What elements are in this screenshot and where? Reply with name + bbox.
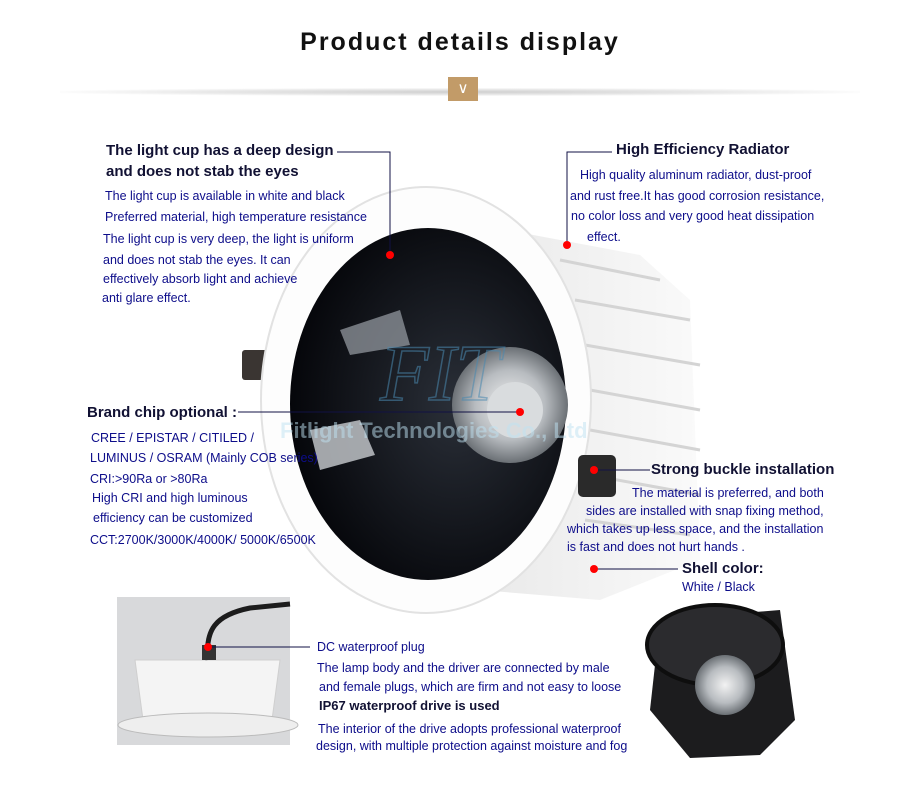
- chip-line: efficiency can be customized: [93, 511, 253, 525]
- light-cup-heading-1: The light cup has a deep design: [106, 142, 334, 159]
- plug-heading: DC waterproof plug: [317, 640, 425, 654]
- shell-heading: Shell color:: [682, 560, 764, 577]
- light-cup-line: effectively absorb light and achieve: [103, 272, 298, 286]
- chip-line: CRI:>90Ra or >80Ra: [90, 472, 208, 486]
- watermark-company: Fitlight Technologies Co., Ltd: [280, 418, 588, 443]
- black-lamp-photo: [645, 603, 795, 758]
- light-cup-line: anti glare effect.: [102, 291, 191, 305]
- radiator-heading: High Efficiency Radiator: [616, 141, 790, 158]
- page-title: Product details display: [300, 28, 620, 56]
- buckle-line: is fast and does not hurt hands .: [567, 540, 745, 554]
- chevron-down-icon: ∨: [448, 77, 478, 101]
- plug-line: and female plugs, which are firm and not…: [319, 680, 622, 694]
- chip-line: CREE / EPISTAR / CITILED /: [91, 431, 254, 445]
- plug-line: The interior of the drive adopts profess…: [318, 722, 621, 736]
- light-cup-line: The light cup is available in white and …: [105, 189, 345, 203]
- chip-line: CCT:2700K/3000K/4000K/ 5000K/6500K: [90, 533, 316, 547]
- radiator-line: no color loss and very good heat dissipa…: [571, 209, 815, 223]
- spring-buckle: [578, 455, 616, 497]
- radiator-line: effect.: [587, 230, 621, 244]
- buckle-heading: Strong buckle installation: [651, 461, 835, 478]
- buckle-line: sides are installed with snap fixing met…: [586, 504, 824, 518]
- leader-lines: [208, 151, 678, 648]
- chip-line: LUMINUS / OSRAM (Mainly COB series): [90, 451, 318, 465]
- plug-line: design, with multiple protection against…: [316, 739, 628, 753]
- chip-line: High CRI and high luminous: [92, 491, 248, 505]
- plug-inset-photo: [117, 597, 299, 745]
- light-cup: [290, 228, 566, 580]
- plug-line: The lamp body and the driver are connect…: [317, 661, 610, 675]
- light-cup-line: Preferred material, high temperature res…: [105, 210, 367, 224]
- radiator-line: and rust free.It has good corrosion resi…: [570, 189, 825, 203]
- shell-value: White / Black: [682, 580, 755, 594]
- light-cup-heading-2: and does not stab the eyes: [106, 163, 299, 180]
- radiator-line: High quality aluminum radiator, dust-pro…: [580, 168, 812, 182]
- buckle-line: The material is preferred, and both: [632, 486, 824, 500]
- buckle-line: which takes up less space, and the insta…: [567, 522, 824, 536]
- chip-heading: Brand chip optional :: [87, 404, 237, 421]
- light-cup-line: and does not stab the eyes. It can: [103, 253, 291, 267]
- light-cup-line: The light cup is very deep, the light is…: [103, 232, 354, 246]
- plug-subheading: IP67 waterproof drive is used: [319, 698, 500, 713]
- watermark-logo: FIT: [379, 330, 506, 418]
- marker-dots: [204, 241, 598, 651]
